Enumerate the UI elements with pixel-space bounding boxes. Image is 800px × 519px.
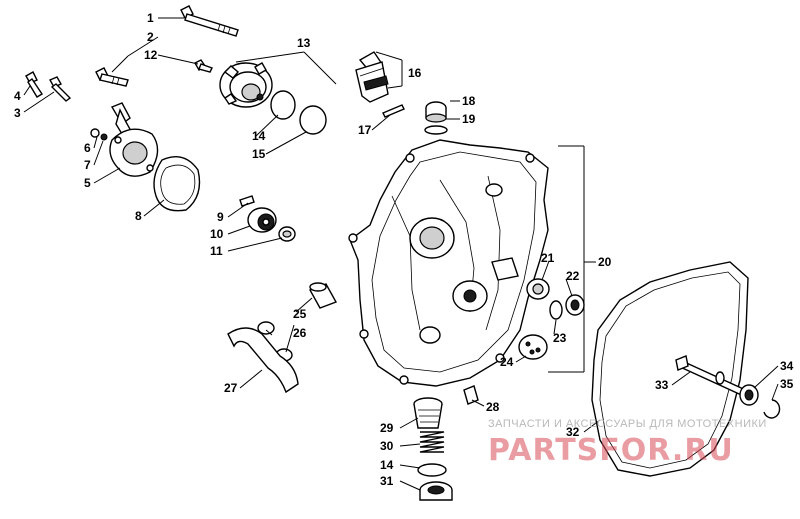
callout-33: 33 — [655, 378, 669, 392]
watermark-caption: ЗАПЧАСТИ И АКСЕССУАРЫ ДЛЯ МОТОТЕХНИКИ — [488, 418, 767, 430]
part-31-drain-plug — [419, 481, 453, 501]
callout-12: 12 — [144, 48, 158, 62]
part-3-bolt — [49, 76, 72, 102]
callout-2: 2 — [147, 30, 154, 44]
part-27-hose — [227, 327, 299, 394]
callout-13: 13 — [297, 36, 311, 50]
part-24-disk — [518, 334, 548, 360]
callout-4: 4 — [14, 89, 21, 103]
leader-lines — [23, 17, 779, 491]
callout-29: 29 — [380, 421, 394, 435]
part-17-pin — [382, 104, 405, 118]
part-4-bolt — [25, 71, 43, 98]
callout-14-lower: 14 — [380, 458, 394, 472]
callout-1: 1 — [147, 11, 154, 25]
part-19-washer — [424, 125, 448, 135]
part-2-bolt — [95, 67, 129, 87]
callout-15: 15 — [252, 147, 266, 161]
part-30-spring — [419, 431, 445, 453]
part-6-nut — [90, 128, 100, 138]
part-14-o-ring — [270, 90, 296, 120]
callout-23: 23 — [553, 331, 567, 345]
callout-26: 26 — [293, 326, 307, 340]
callout-14: 14 — [252, 129, 266, 143]
watermark-logo: PARTSFOR.RU — [488, 433, 734, 468]
callout-20: 20 — [598, 255, 612, 269]
part-1-bolt — [180, 5, 239, 37]
callout-10: 10 — [210, 227, 224, 241]
part-20-crankcase-cover — [348, 139, 549, 387]
callout-25: 25 — [293, 307, 307, 321]
callout-32: 32 — [566, 425, 580, 439]
part-18-plug — [425, 101, 447, 123]
part-33-shaft — [675, 355, 751, 399]
callout-21: 21 — [541, 251, 555, 265]
part-29-strainer — [413, 397, 443, 429]
part-35-circlip — [763, 399, 781, 419]
callout-28: 28 — [486, 400, 500, 414]
callout-6: 6 — [84, 141, 91, 155]
part-12-screw — [194, 59, 213, 73]
part-28-sleeve — [463, 385, 479, 405]
part-21-seal — [526, 278, 550, 300]
part-34-bearing — [739, 384, 759, 406]
callout-24: 24 — [500, 355, 514, 369]
callout-34: 34 — [780, 359, 794, 373]
callout-31: 31 — [380, 474, 394, 488]
part-5-pump-housing — [109, 102, 159, 177]
part-7-washer — [100, 133, 108, 141]
callout-7: 7 — [84, 158, 91, 172]
part-15-o-ring — [299, 105, 327, 135]
callout-22: 22 — [566, 269, 580, 283]
part-8-gasket — [153, 156, 201, 212]
callout-3: 3 — [14, 106, 21, 120]
callout-35: 35 — [780, 377, 794, 391]
callout-16: 16 — [408, 66, 422, 80]
callout-5: 5 — [84, 176, 91, 190]
callout-19: 19 — [462, 112, 476, 126]
part-22-bearing — [565, 294, 585, 316]
callout-labels: 1 2 3 4 5 6 7 8 9 10 11 12 13 14 15 16 1… — [14, 11, 794, 488]
part-14-o-ring-lower — [417, 463, 447, 477]
part-32-gasket — [591, 261, 749, 477]
part-25-sleeve — [308, 282, 338, 309]
callout-17: 17 — [358, 123, 372, 137]
part-16-housing — [355, 51, 389, 103]
callout-27: 27 — [224, 381, 238, 395]
callout-18: 18 — [462, 94, 476, 108]
callout-8: 8 — [135, 209, 142, 223]
part-11-seal — [278, 226, 296, 242]
callout-9: 9 — [217, 210, 224, 224]
part-23-ring — [549, 300, 563, 320]
part-13-pump-cover — [219, 62, 273, 108]
part-9-pin — [239, 195, 255, 207]
part-10-seal — [247, 207, 277, 233]
watermark: ЗАПЧАСТИ И АКСЕССУАРЫ ДЛЯ МОТОТЕХНИКИ PA… — [488, 418, 767, 468]
callout-11: 11 — [210, 244, 223, 258]
callout-30: 30 — [380, 439, 394, 453]
